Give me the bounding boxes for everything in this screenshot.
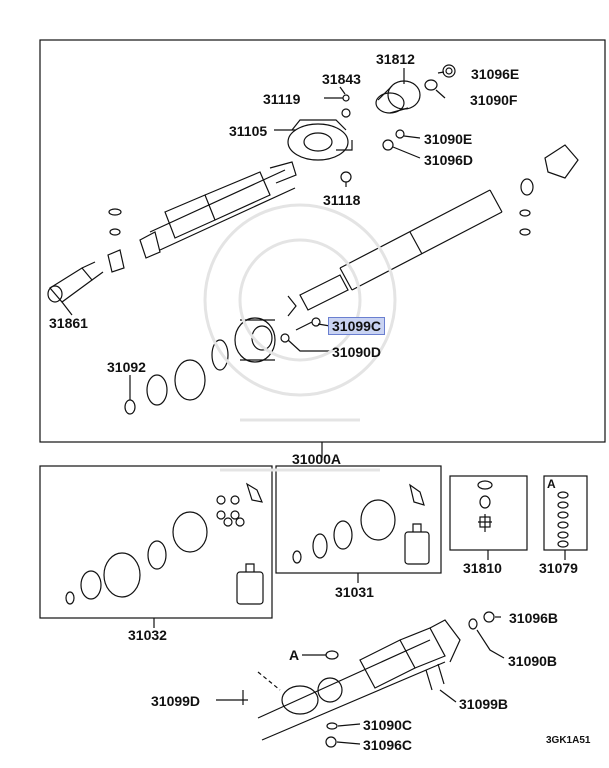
label-31090C: 31090C [363, 717, 413, 733]
kit-31032-small-parts [216, 482, 263, 527]
cv-joint [234, 317, 276, 363]
label-31032: 31032 [128, 627, 167, 643]
kit-31810-box [449, 475, 528, 551]
label-31099C[interactable]: 31099C [327, 317, 386, 335]
label-31090D: 31090D [332, 344, 382, 360]
label-31096B: 31096B [509, 610, 559, 626]
flange-31812 [375, 80, 421, 114]
diagram-code: 3GK1A51 [546, 735, 591, 746]
label-31096D: 31096D [424, 152, 474, 168]
label-31861: 31861 [49, 315, 88, 331]
kit-31079-rings [557, 491, 569, 548]
center-bearing [287, 119, 353, 161]
label-kit-a: A [547, 477, 556, 491]
label-31119: 31119 [263, 91, 301, 107]
main-assembly-box [39, 39, 606, 443]
kit-31032-box [39, 465, 273, 619]
label-ref-a: A [289, 647, 300, 663]
leader-lines [61, 68, 566, 745]
watermark [203, 203, 397, 472]
rear-propeller-shaft [299, 189, 503, 311]
label-31118: 31118 [323, 192, 361, 208]
label-31099D: 31099D [151, 693, 201, 709]
label-31090E: 31090E [424, 131, 473, 147]
label-31092: 31092 [107, 359, 146, 375]
yoke-31861 [47, 261, 104, 303]
label-31810: 31810 [463, 560, 502, 576]
label-31090F: 31090F [470, 92, 518, 108]
label-31099B: 31099B [459, 696, 509, 712]
label-31812: 31812 [376, 51, 415, 67]
label-31105: 31105 [229, 123, 268, 139]
label-31031: 31031 [335, 584, 374, 600]
label-31079: 31079 [539, 560, 578, 576]
label-31096C: 31096C [363, 737, 413, 753]
label-31096E: 31096E [471, 66, 520, 82]
label-31000A: 31000A [292, 451, 342, 467]
front-propeller-shaft [139, 161, 297, 259]
lower-shaft-assembly [257, 619, 461, 741]
label-31843: 31843 [322, 71, 361, 87]
label-31090B: 31090B [508, 653, 558, 669]
